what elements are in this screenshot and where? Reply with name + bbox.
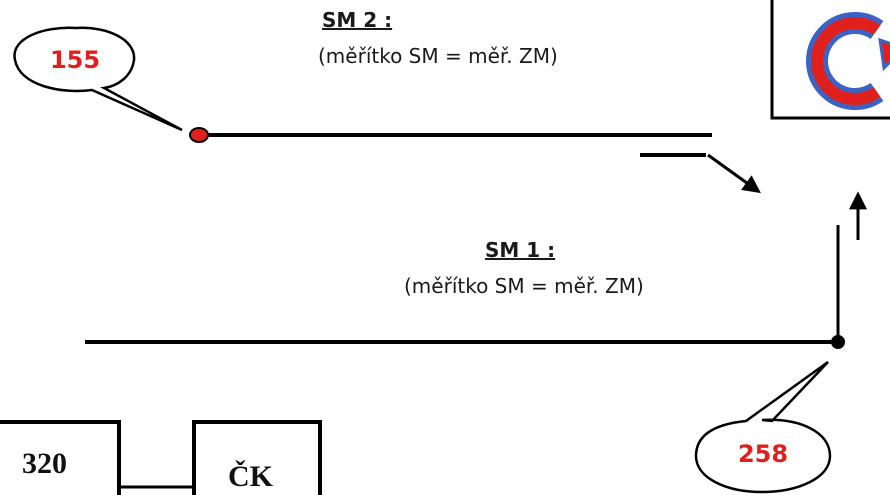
callout-bubble-258 [694, 360, 832, 494]
callout-value-258: 258 [737, 440, 789, 468]
direction-arrow-diagonal [707, 153, 761, 194]
callout-value-155: 155 [49, 46, 101, 74]
sm1-scale: (měřítko SM = měř. ZM) [404, 274, 644, 298]
box-320 [0, 420, 121, 495]
point-258 [831, 335, 845, 349]
sm2-title: SM 2 : [322, 8, 393, 32]
box-ck-label: ČK [228, 460, 273, 493]
callout-bubble-155 [13, 26, 183, 132]
sm1-title: SM 1 : [485, 238, 556, 262]
point-155 [189, 127, 209, 143]
box-ck [192, 420, 322, 495]
sm2-scale: (měřítko SM = měř. ZM) [318, 44, 558, 68]
refresh-icon [806, 12, 890, 110]
box-320-label: 320 [22, 447, 67, 480]
